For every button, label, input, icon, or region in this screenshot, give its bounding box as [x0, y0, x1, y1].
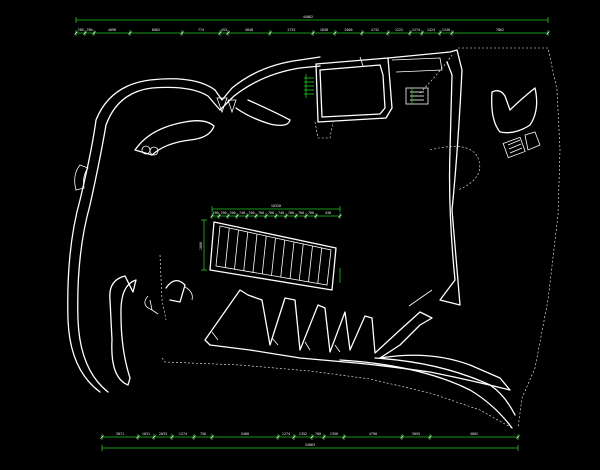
south-wall — [204, 289, 516, 429]
curved-wall — [67, 56, 321, 393]
stair-side-dimension: 1800 — [199, 242, 203, 250]
top-segment-10: 2600 — [344, 28, 352, 32]
stair-segment-4: 740 — [239, 211, 245, 215]
top-segment-8: 2752 — [287, 28, 295, 32]
top-segment-4: 6002 — [152, 28, 160, 32]
stair-tread — [289, 241, 295, 279]
top-segment-5: 774 — [198, 28, 204, 32]
bottom-segment-10: 1350 — [330, 432, 338, 436]
bottom-segment-9: 700 — [315, 432, 321, 436]
site-boundary — [159, 47, 561, 429]
stair-overall-dimension: 10320 — [271, 204, 281, 208]
top-segment-7: 4848 — [245, 28, 253, 32]
bottom-segment-4: 1274 — [179, 432, 187, 436]
top-segment-15: 1240 — [442, 28, 450, 32]
stair-tread — [271, 237, 276, 276]
top-segment-3: 4098 — [108, 28, 116, 32]
bottom-segment-8: 1352 — [299, 432, 307, 436]
stair-tread — [298, 243, 304, 281]
top-segment-11: 4732 — [371, 28, 379, 32]
stair-segment-11: 700 — [308, 211, 314, 215]
top-segment-13: 1274 — [412, 28, 420, 32]
top-segment-6: 453 — [221, 28, 227, 32]
bottom-segment-13: 4002 — [470, 432, 478, 436]
left-entry — [144, 280, 193, 315]
stair-segment-7: 700 — [268, 211, 274, 215]
small-stair-left — [304, 74, 314, 98]
bottom-segment-5: 750 — [200, 432, 206, 436]
bottom-overall-dimension: 34863 — [305, 443, 315, 447]
central-block — [304, 49, 463, 306]
stair-tread — [261, 235, 267, 274]
small-stair-right — [405, 87, 429, 105]
top-segment-12: 1222 — [395, 28, 403, 32]
top-segment-1: 780 — [77, 28, 83, 32]
stair-segment-10: 700 — [298, 211, 304, 215]
stair-tread — [308, 245, 313, 282]
top-segment-9: 1848 — [320, 28, 328, 32]
bottom-segment-6: 5460 — [241, 432, 249, 436]
stair-segment-1: 490 — [212, 211, 218, 215]
top-segment-14: 1424 — [427, 28, 435, 32]
stair-tread — [224, 227, 230, 268]
bottom-segment-2: 1631 — [142, 432, 150, 436]
right-annex — [491, 87, 541, 159]
stair-segment-5: 700 — [248, 211, 254, 215]
stair-segment-6: 700 — [258, 211, 264, 215]
top-segment-16: 7862 — [496, 28, 504, 32]
bottom-segment-11: 4790 — [369, 432, 377, 436]
bottom-segment-1: 3871 — [116, 432, 124, 436]
bottom-segment-3: 2033 — [159, 432, 167, 436]
top-segment-2: 780 — [86, 28, 92, 32]
stair-tread — [317, 247, 323, 284]
bottom-segment-7: 1274 — [282, 432, 290, 436]
stair-tread — [252, 233, 258, 273]
stair-tread — [234, 229, 239, 270]
stair-tread — [280, 239, 286, 278]
stair-tread — [243, 231, 249, 271]
stair-segment-2: 700 — [220, 211, 226, 215]
bottom-segment-12: 3055 — [412, 432, 420, 436]
stair-segment-12: 430 — [325, 211, 331, 215]
top-overall-dimension: 44062 — [303, 15, 313, 19]
stair-segment-3: 700 — [229, 211, 235, 215]
stair-segment-8: 740 — [278, 211, 284, 215]
bottom-dimension-chain: 3871 1631 2033 1274 750 5460 1274 1352 700 1350 47… — [100, 432, 520, 451]
stair-segment-9: 700 — [288, 211, 294, 215]
